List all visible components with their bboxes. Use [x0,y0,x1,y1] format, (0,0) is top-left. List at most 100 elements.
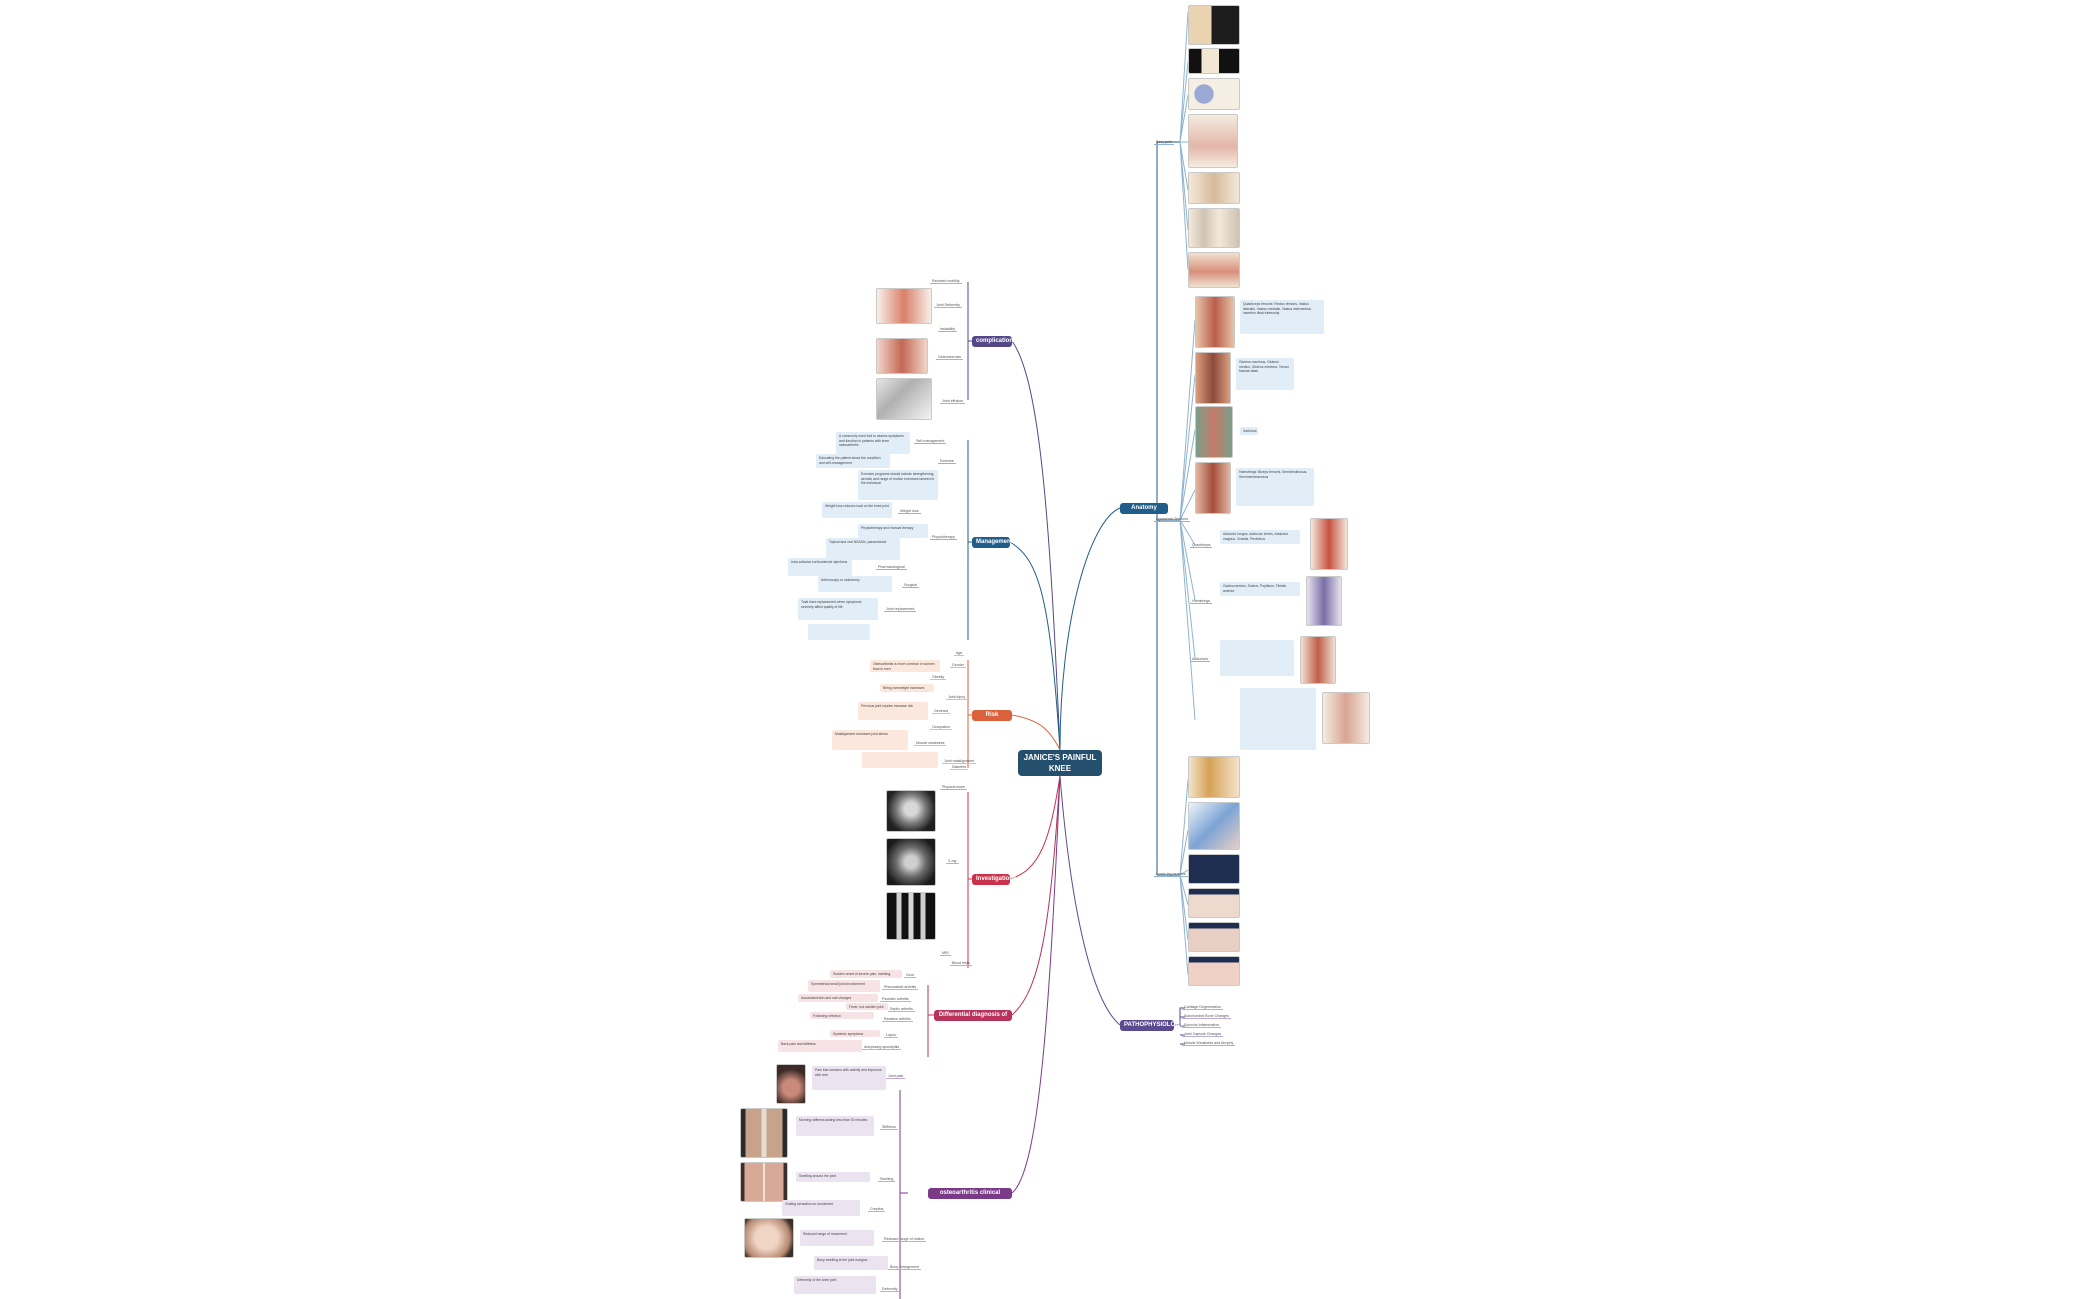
anatomy-sub[interactable]: Lower leg muscles [1154,872,1188,877]
branch-anatomy[interactable]: Anatomy [1120,503,1168,514]
knee-anatomy-image [1188,5,1240,45]
anatomy-sub[interactable]: Quadriceps [1190,543,1213,548]
management-note: Intra-articular corticosteroid injection… [788,558,852,576]
management-sub[interactable]: Physiotherapy [930,535,957,540]
knees-image [740,1108,788,1158]
clinical-sub[interactable]: Bony enlargement [888,1265,922,1270]
risk-sub[interactable]: Diabetes [950,765,969,770]
link-differential [1011,775,1061,1016]
anatomy-sub[interactable]: Ligaments/ Tendons [1154,517,1191,522]
management-sub[interactable]: Self-management [914,439,947,444]
differential-note: Fever, hot swollen joint [846,1003,888,1010]
root-node[interactable]: JANICE'S PAINFUL KNEE [1018,750,1102,776]
clinical-sub[interactable]: Reduced range of motion [882,1237,927,1242]
pathophysiology-sub[interactable]: Joint Capsule Changes [1182,1032,1224,1037]
knee-anatomy-image [1188,48,1240,74]
management-sub[interactable]: Joint replacement [884,607,917,612]
clinical-sub[interactable]: Stiffness [880,1125,898,1130]
complications-sub[interactable]: Joint effusion [940,399,966,404]
anatomy-note [1240,688,1316,750]
clinical-note: Swelling around the joint [796,1172,870,1182]
slide-image [1188,854,1240,884]
differential-sub[interactable]: Septic arthritis [888,1007,915,1012]
anatomy-note: Hamstrings: Biceps femoris, Semitendinos… [1236,468,1314,506]
complications-sub[interactable]: Osteonecrosis [936,355,963,360]
clinical-note: Pain that worsens with activity and impr… [812,1066,886,1090]
branch-management[interactable]: Management [972,537,1013,548]
management-note: Weight loss reduces load on the knee joi… [822,502,892,518]
risk-note [862,752,938,768]
management-note: A commonly used tool to assess symptoms … [836,432,910,454]
management-sub[interactable]: Pharmacological [876,565,907,570]
management-sub[interactable]: Surgical [902,583,919,588]
management-sub[interactable]: Exercise [938,459,956,464]
slide-image [1188,888,1240,918]
link-clinical [1011,775,1061,1194]
clinical-sub[interactable]: Joint pain [886,1074,906,1079]
complications-sub[interactable]: Instability [938,327,957,332]
sartorius-image [1195,406,1233,458]
management-note: Exercise programs should include strengt… [858,470,938,500]
link-complications [1011,340,1061,751]
risk-sub[interactable]: Occupation [930,725,953,730]
differential-sub[interactable]: Ankylosing spondylitis [862,1045,902,1050]
pathophysiology-sub[interactable]: Synovial Inflammation [1182,1023,1222,1028]
bony-enlargement-image [744,1218,794,1258]
complications-sub[interactable]: Reduced mobility [930,279,962,284]
quadriceps-image [1195,296,1235,348]
knee-anatomy-image [1188,252,1240,288]
knee-muscle-image [1322,692,1370,744]
branch-complications[interactable]: complications [972,336,1016,347]
differential-sub[interactable]: Gout [904,973,916,978]
clinical-sub[interactable]: Deformity [880,1287,900,1292]
risk-sub[interactable]: Genetics [932,709,951,714]
anatomy-sub[interactable]: Bony joint [1154,140,1174,145]
risk-sub[interactable]: Age [954,651,965,656]
anatomy-sub[interactable]: Hamstrings [1190,599,1213,604]
xray-image [886,892,936,940]
differential-note: Sudden onset of severe pain, swelling, r… [830,970,902,978]
knee-anatomy-image [1188,114,1238,168]
clinical-sub[interactable]: Crepitus [868,1207,886,1212]
differential-sub[interactable]: Rheumatoid arthritis [882,985,919,990]
link-risk [1011,714,1061,751]
pathophysiology-sub[interactable]: Cartilage Degeneration [1182,1005,1223,1010]
management-sub[interactable]: Weight loss [898,509,921,514]
slide-image [1188,956,1240,986]
anatomy-note: Sartorius [1240,427,1258,435]
investigations-sub[interactable]: X-ray [946,859,959,864]
differential-note: Systemic symptoms [830,1030,880,1037]
differential-note: Following infection [810,1012,874,1019]
clinical-sub[interactable]: Swelling [878,1177,896,1182]
deformity-image [876,288,932,324]
differential-sub[interactable]: Lupus [884,1033,898,1038]
investigations-sub[interactable]: Blood tests [950,961,972,966]
management-note: Educating the patient about the conditio… [816,454,890,468]
pathophysiology-sub[interactable]: Muscle Weakness and Atrophy [1182,1041,1236,1046]
risk-sub[interactable]: Joint injury [946,695,968,700]
ligament-image [1310,518,1348,570]
risk-sub[interactable]: Obesity [930,675,947,680]
link-anatomy [1059,507,1121,751]
complications-sub[interactable]: Joint Deformity [934,303,962,308]
link-management [1009,541,1061,751]
risk-sub[interactable]: Muscle weakness [914,741,947,746]
gluteus-image [1195,352,1231,404]
pathophysiology-sub[interactable]: Subchondral Bone Changes [1182,1014,1231,1019]
branch-pathophysiology[interactable]: PATHOPHYSIOLOGY [1120,1020,1184,1031]
branch-clinical-presentation[interactable]: osteoarthritis clinical presentation [928,1188,1012,1207]
anatomy-sub[interactable]: Adductors [1190,657,1211,662]
investigations-sub[interactable]: Physical exam [940,785,968,790]
management-note: Arthroscopy or osteotomy [818,576,892,592]
differential-sub[interactable]: Reactive arthritis [882,1017,913,1022]
branch-investigations[interactable]: Investigations [972,874,1016,885]
differential-sub[interactable]: Psoriatic arthritis [880,997,911,1002]
branch-risk-factors[interactable]: Risk factors [972,710,1012,729]
investigations-sub[interactable]: MRI [940,951,951,956]
branch-differential[interactable]: Differential diagnosis of arthritis [934,1010,1012,1029]
risk-sub[interactable]: Gender [950,663,966,668]
xray-image [886,790,936,832]
risk-sub[interactable]: Joint malalignment [942,759,976,764]
bone-image [1188,756,1240,798]
